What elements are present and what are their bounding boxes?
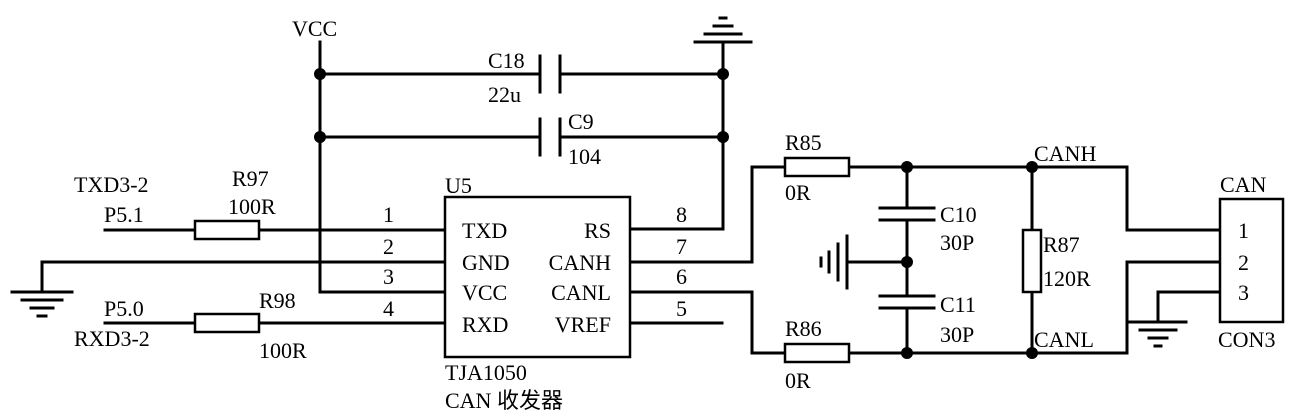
capacitor-c18 bbox=[538, 54, 562, 94]
r97-ref: R97 bbox=[232, 166, 269, 191]
connector-title: CAN bbox=[1220, 172, 1267, 197]
c9-ref: C9 bbox=[568, 109, 594, 134]
txd-port-label: P5.1 bbox=[104, 202, 144, 227]
connector-pin3: 3 bbox=[1238, 280, 1249, 305]
ground-top-icon bbox=[693, 16, 753, 44]
labels: VCC C18 22u C9 104 TXD3-2 P5.1 R97 100R … bbox=[74, 16, 1275, 413]
connector-body bbox=[1218, 197, 1285, 324]
resistor-r87 bbox=[1021, 228, 1043, 294]
resistor-r98 bbox=[193, 312, 261, 334]
r85-ref: R85 bbox=[785, 130, 822, 155]
u5-pin1-name: TXD bbox=[462, 218, 507, 243]
junction-dot bbox=[901, 161, 913, 173]
capacitor-c11 bbox=[878, 294, 936, 310]
c9-value: 104 bbox=[568, 144, 601, 169]
u5-pin1-num: 1 bbox=[383, 202, 394, 227]
junction-dot bbox=[314, 68, 326, 80]
r98-value: 100R bbox=[259, 338, 307, 363]
u5-ref: U5 bbox=[445, 173, 472, 198]
u5-pin2-num: 2 bbox=[383, 234, 394, 259]
junction-dot bbox=[1026, 347, 1038, 359]
ground-mid-icon bbox=[819, 234, 849, 290]
c18-value: 22u bbox=[488, 82, 521, 107]
r98-ref: R98 bbox=[259, 288, 296, 313]
junction-dot bbox=[1026, 161, 1038, 173]
r97-value: 100R bbox=[228, 194, 276, 219]
u5-pin2-name: GND bbox=[462, 250, 510, 275]
resistor-r97 bbox=[193, 219, 261, 241]
u5-pin4-num: 4 bbox=[383, 296, 394, 321]
c11-value: 30P bbox=[940, 322, 974, 347]
u5-pin4-name: RXD bbox=[462, 312, 508, 337]
u5-pin8-num: 8 bbox=[676, 202, 687, 227]
vcc-label: VCC bbox=[292, 16, 337, 41]
canh-net-label: CANH bbox=[1034, 141, 1096, 166]
c11-ref: C11 bbox=[940, 292, 976, 317]
u5-pin6-num: 6 bbox=[676, 264, 687, 289]
c10-ref: C10 bbox=[940, 202, 977, 227]
junction-dot bbox=[717, 131, 729, 143]
junction-dot bbox=[901, 347, 913, 359]
r86-ref: R86 bbox=[785, 316, 822, 341]
ground-left-icon bbox=[10, 290, 74, 318]
resistor-r86 bbox=[783, 342, 851, 364]
junction-dot bbox=[314, 131, 326, 143]
resistor-r85 bbox=[783, 156, 851, 178]
txd-net-label: TXD3-2 bbox=[74, 172, 149, 197]
u5-pin3-num: 3 bbox=[383, 264, 394, 289]
rxd-port-label: P5.0 bbox=[104, 296, 144, 321]
junction-dot bbox=[717, 68, 729, 80]
capacitor-c10 bbox=[878, 206, 936, 222]
u5-pin7-name: CANH bbox=[549, 250, 611, 275]
ic-u5-body bbox=[443, 195, 632, 359]
c18-ref: C18 bbox=[488, 48, 525, 73]
capacitor-c9 bbox=[538, 117, 562, 157]
connector-ref: CON3 bbox=[1218, 327, 1275, 352]
r85-value: 0R bbox=[785, 180, 811, 205]
junctions bbox=[314, 68, 1038, 359]
u5-pin3-name: VCC bbox=[462, 280, 507, 305]
ground-connector-icon bbox=[1128, 320, 1188, 348]
rxd-net-label: RXD3-2 bbox=[74, 326, 150, 351]
u5-part: TJA1050 bbox=[445, 360, 527, 385]
u5-pin6-name: CANL bbox=[551, 280, 611, 305]
u5-pin5-num: 5 bbox=[676, 296, 687, 321]
connector-pin2: 2 bbox=[1238, 250, 1249, 275]
canl-net-label: CANL bbox=[1034, 327, 1094, 352]
r86-value: 0R bbox=[785, 368, 811, 393]
u5-pin8-name: RS bbox=[584, 218, 611, 243]
u5-pin7-num: 7 bbox=[676, 234, 687, 259]
r87-value: 120R bbox=[1043, 266, 1091, 291]
r87-ref: R87 bbox=[1043, 232, 1080, 257]
connector-pin1: 1 bbox=[1238, 218, 1249, 243]
junction-dot bbox=[901, 256, 913, 268]
u5-desc: CAN 收发器 bbox=[445, 388, 563, 413]
u5-pin5-name: VREF bbox=[555, 312, 611, 337]
c10-value: 30P bbox=[940, 230, 974, 255]
